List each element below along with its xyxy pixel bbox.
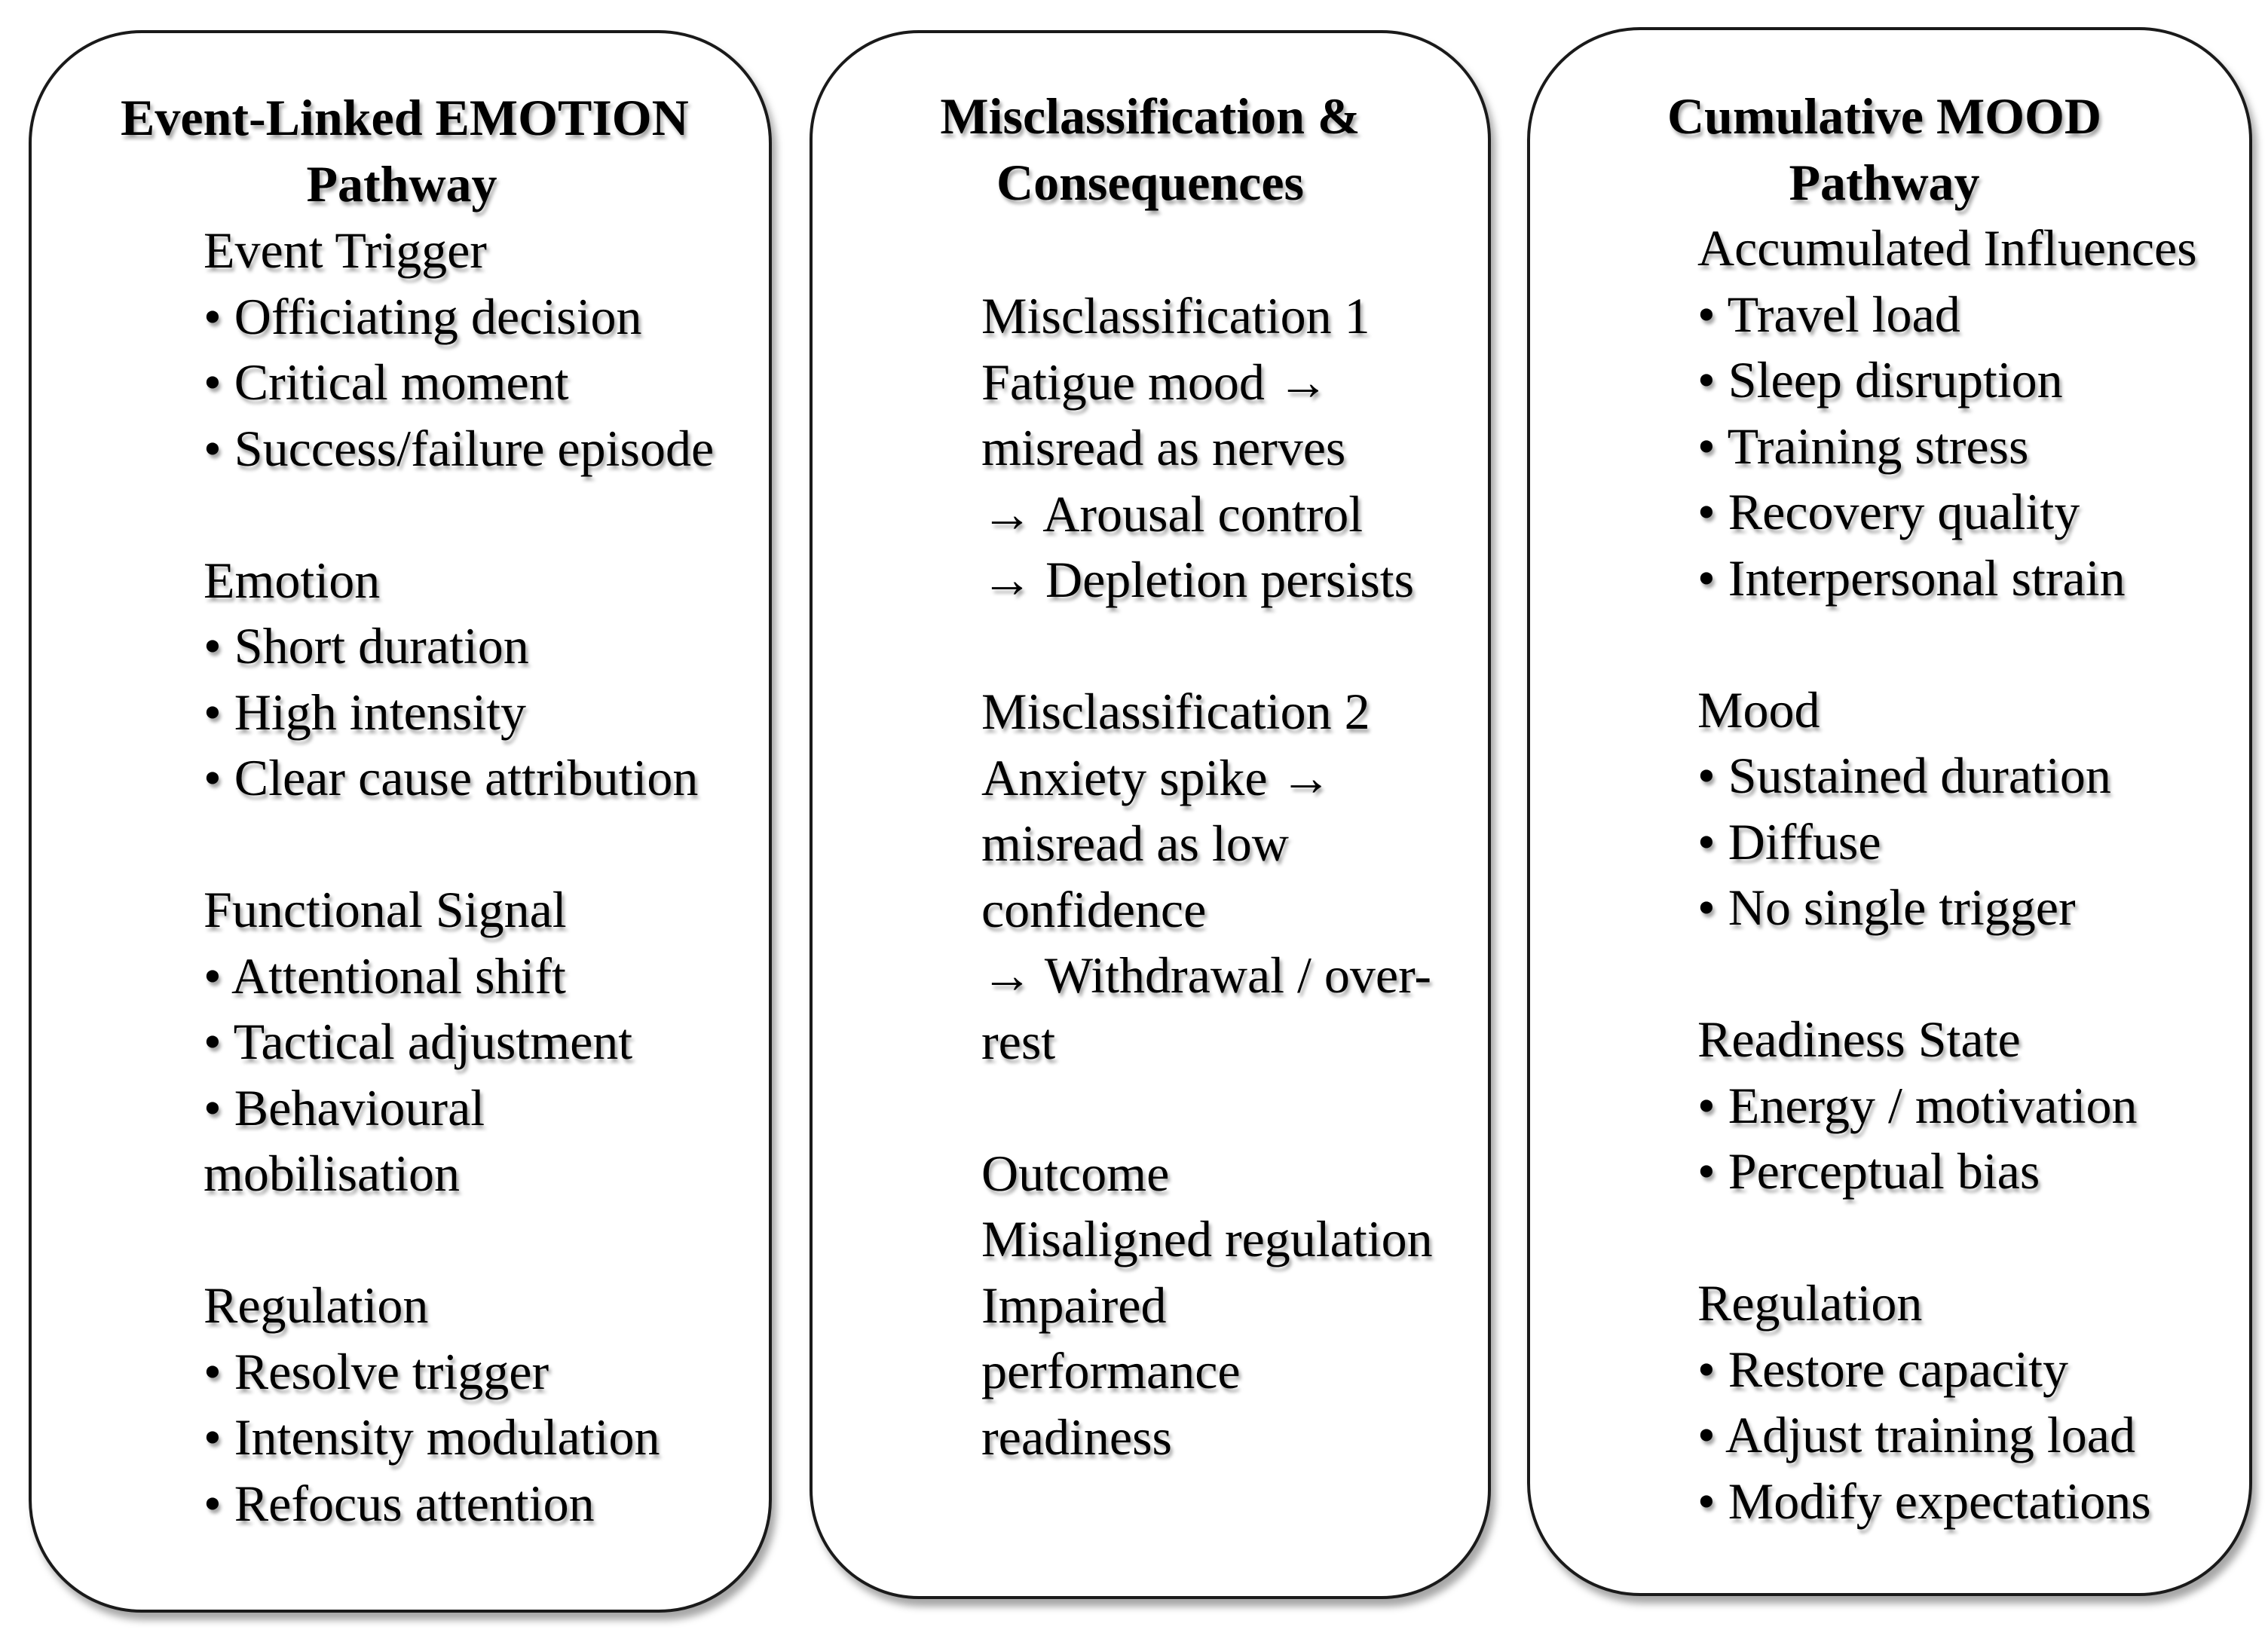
group-line: • High intensity (204, 683, 527, 741)
misclassification-panel (810, 30, 1491, 1599)
emotion-pathway-content: Event Trigger • Officiating decision • Cri… (204, 218, 714, 1537)
group-line: • Adjust training load (1697, 1406, 2135, 1463)
title-line: Cumulative MOOD (1667, 87, 2102, 145)
group-heading: Misclassification 2 (981, 683, 1370, 740)
group-spacer (981, 1075, 1433, 1141)
group-line: • Intensity modulation (204, 1408, 660, 1466)
group-line: readiness (981, 1408, 1173, 1466)
group-spacer (204, 482, 714, 548)
group-line: Anxiety spike → (981, 748, 1332, 806)
group-line: • Success/failure episode (204, 419, 715, 477)
group-heading: Emotion (204, 551, 381, 609)
group-line: • Recovery quality (1697, 483, 2080, 540)
mood-pathway-panel (1527, 27, 2252, 1596)
group-heading: Mood (1697, 680, 1820, 738)
group-line: confidence (981, 880, 1207, 938)
mood-pathway-content: Accumulated Influences • Travel load • Sle… (1697, 216, 2197, 1534)
group-line: • Travel load (1697, 285, 1960, 343)
group-spacer (981, 613, 1433, 680)
group-line: → Arousal control (981, 485, 1364, 543)
group-heading: Functional Signal (204, 881, 567, 938)
group-spacer (1697, 941, 2197, 1008)
title-line: Pathway (306, 155, 497, 213)
group-line: performance (981, 1342, 1241, 1399)
misclassification-title: Misclassification & Consequences (924, 83, 1376, 216)
title-line: Pathway (1789, 154, 1980, 211)
mood-pathway-title: Cumulative MOOD Pathway (1658, 83, 2110, 216)
group-spacer (1697, 1205, 2197, 1271)
group-spacer (204, 812, 714, 878)
group-line: • Training stress (1697, 417, 2029, 475)
group-line: • Restore capacity (1697, 1340, 2069, 1398)
group-line: Impaired (981, 1276, 1167, 1334)
group-heading: Regulation (1697, 1274, 1923, 1332)
title-line: Event-Linked EMOTION (121, 89, 689, 146)
group-line: • Attentional shift (204, 946, 566, 1004)
group-heading: Event Trigger (204, 222, 487, 279)
group-line: • Critical moment (204, 353, 569, 411)
group-line: mobilisation (204, 1145, 460, 1202)
group-heading: Misclassification 1 (981, 287, 1370, 344)
emotion-pathway-panel (29, 30, 772, 1613)
group-heading: Accumulated Influences (1697, 219, 2197, 277)
title-line: Misclassification & (940, 87, 1360, 145)
group-line: • Resolve trigger (204, 1342, 549, 1400)
group-line: • Energy / motivation (1697, 1076, 2138, 1134)
group-spacer (1697, 611, 2197, 677)
group-heading: Regulation (204, 1277, 429, 1334)
group-line: • Officiating decision (204, 287, 642, 345)
group-line: • Modify expectations (1697, 1472, 2151, 1530)
title-line: Consequences (996, 154, 1305, 211)
group-line: • Perceptual bias (1697, 1142, 2040, 1200)
group-line: • Sleep disruption (1697, 351, 2063, 408)
misclassification-content: Misclassification 1 Fatigue mood → misread… (981, 283, 1433, 1470)
group-line: • Short duration (204, 617, 529, 674)
group-line: • No single trigger (1697, 879, 2076, 936)
group-line: → Withdrawal / over- (981, 946, 1432, 1004)
group-spacer (204, 1207, 714, 1274)
emotion-pathway-title: Event-Linked EMOTION Pathway (121, 84, 689, 217)
group-heading: Readiness State (1697, 1011, 2021, 1068)
group-heading: Outcome (981, 1144, 1170, 1202)
group-line: → Depletion persists (981, 551, 1415, 608)
group-line: Misaligned regulation (981, 1210, 1433, 1267)
group-line: • Tactical adjustment (204, 1013, 633, 1070)
group-line: • Behavioural (204, 1078, 485, 1136)
group-line: • Sustained duration (1697, 747, 2111, 804)
group-line: Fatigue mood → (981, 353, 1329, 411)
group-line: rest (981, 1012, 1056, 1070)
group-line: misread as low (981, 815, 1289, 872)
group-line: • Refocus attention (204, 1474, 595, 1532)
group-line: • Clear cause attribution (204, 749, 699, 806)
group-line: • Interpersonal strain (1697, 549, 2126, 607)
group-line: • Diffuse (1697, 812, 1881, 870)
group-line: misread as nerves (981, 419, 1346, 476)
